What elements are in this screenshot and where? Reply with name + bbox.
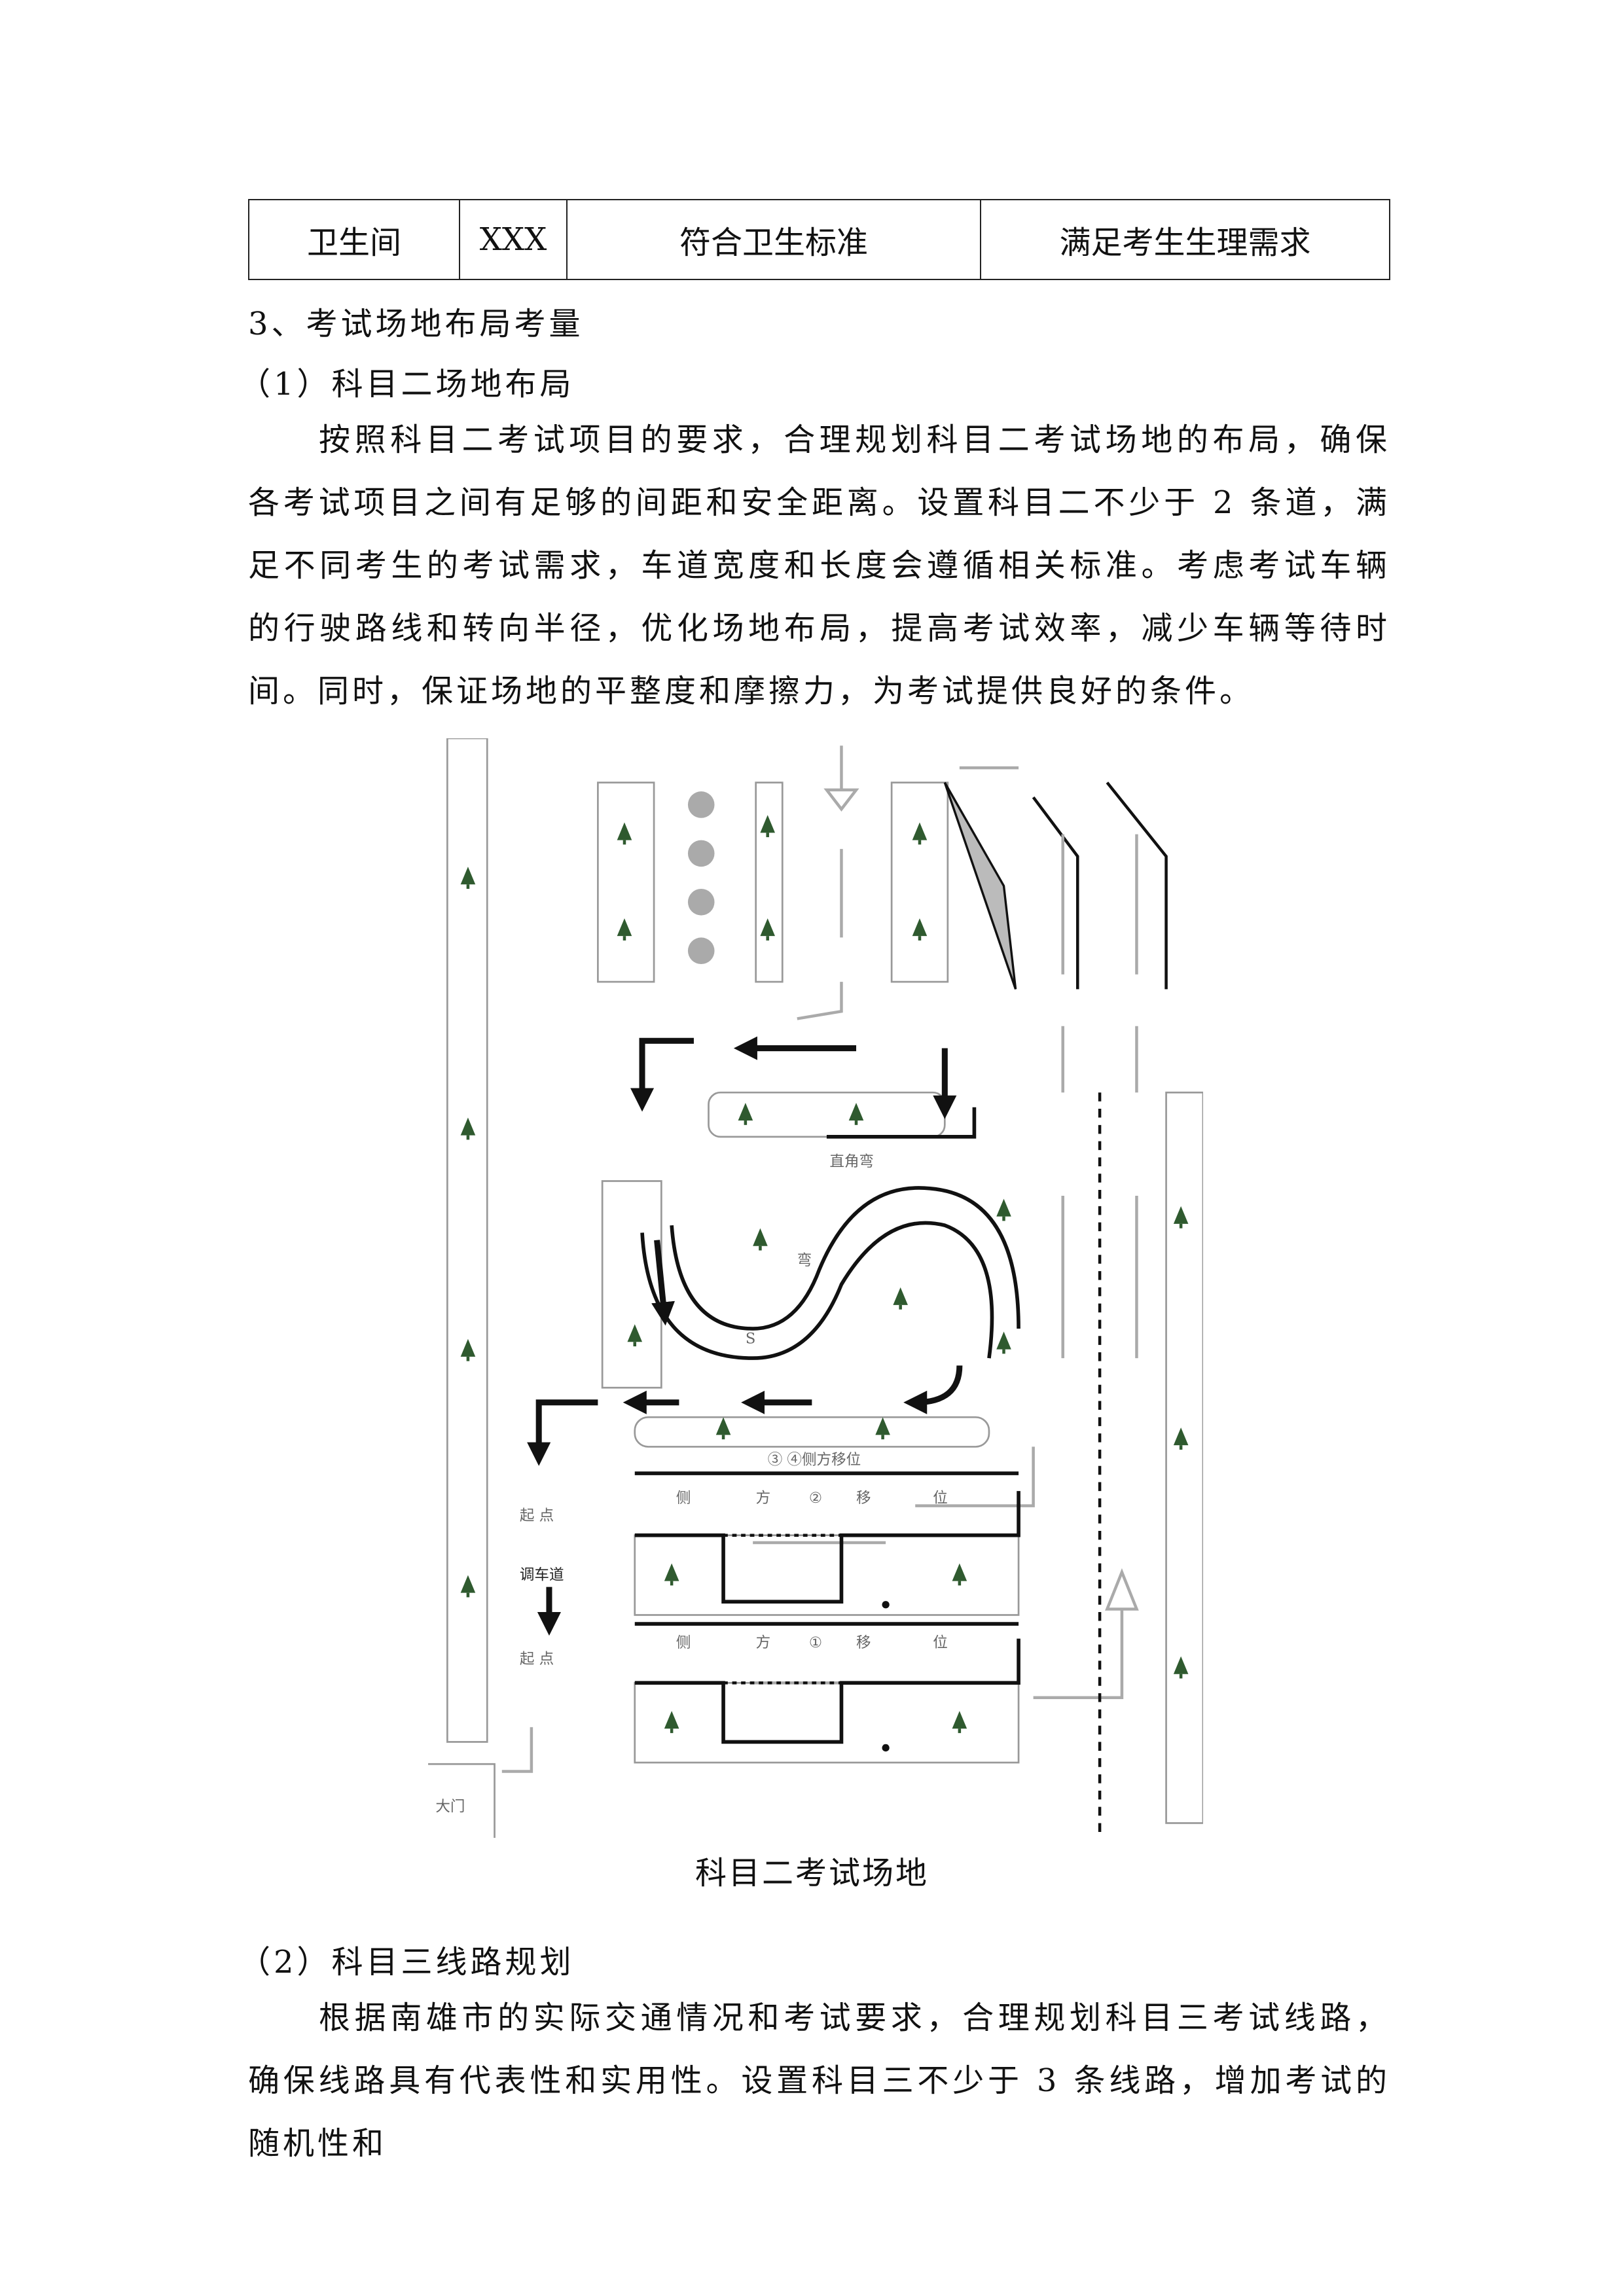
label-parallel-1: ① xyxy=(809,1634,822,1651)
subsection-heading-1: （1）科目二场地布局 xyxy=(239,366,575,403)
table-cell-quantity: XXX xyxy=(459,199,568,280)
table-cell-standard: 符合卫生标准 xyxy=(566,199,981,280)
subsection-heading-2: （2）科目三线路规划 xyxy=(239,1944,575,1981)
exam-site-diagram: 直角弯 S 弯 ③ ④侧方移位 侧 方 ② 移 位 侧 方 ① 移 位 起 点 … xyxy=(428,738,1203,1838)
label-start-2: 起 点 xyxy=(520,1651,554,1668)
label-parallel-1: 位 xyxy=(933,1634,948,1651)
label-parallel-1: 方 xyxy=(756,1634,771,1651)
paragraph-1: 按照科目二考试项目的要求，合理规划科目二考试场地的布局，确保各考试项目之间有足够… xyxy=(248,422,1390,709)
left-road xyxy=(446,738,488,1743)
tree-icons xyxy=(460,815,1189,1733)
label-parallel-2: 位 xyxy=(933,1490,948,1507)
table-cell-facility: 卫生间 xyxy=(248,199,460,280)
label-parallel-1: 移 xyxy=(856,1634,871,1651)
label-parallel-2: 侧 xyxy=(676,1490,691,1507)
label-parking-34: ③ ④侧方移位 xyxy=(768,1451,861,1468)
label-gate: 大门 xyxy=(435,1798,465,1815)
label-parallel-2: 移 xyxy=(856,1490,871,1507)
label-right-angle-turn: 直角弯 xyxy=(829,1153,874,1170)
facility-table: 卫生间 XXX 符合卫生标准 满足考生生理需求 xyxy=(248,199,1390,280)
table-row: 卫生间 XXX 符合卫生标准 满足考生生理需求 xyxy=(248,199,1390,280)
label-parallel-2: 方 xyxy=(756,1490,771,1507)
label-start-1: 起 点 xyxy=(520,1507,554,1524)
table-cell-purpose: 满足考生生理需求 xyxy=(980,199,1390,280)
label-s-curve-char: 弯 xyxy=(797,1252,812,1269)
label-parallel-1: 侧 xyxy=(676,1634,691,1651)
label-s-curve: S xyxy=(746,1331,755,1348)
section-heading: 3、考试场地布局考量 xyxy=(248,306,584,342)
label-turnaround: 调车道 xyxy=(520,1566,564,1583)
figure-caption: 科目二考试场地 xyxy=(695,1855,929,1892)
paragraph-2: 根据南雄市的实际交通情况和考试要求，合理规划科目三考试线路，确保线路具有代表性和… xyxy=(248,2000,1390,2162)
label-parallel-2: ② xyxy=(809,1490,822,1507)
